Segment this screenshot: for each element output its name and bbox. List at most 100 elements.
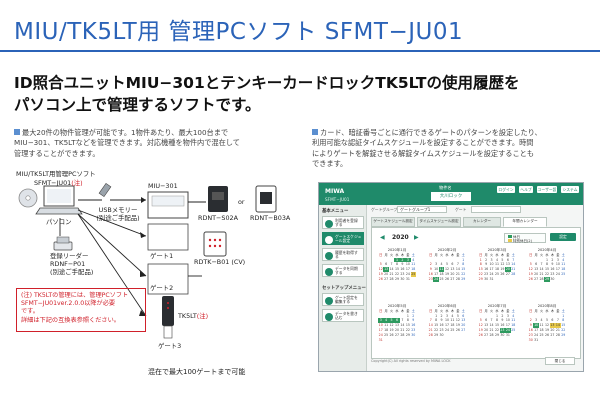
calendar-day[interactable]: 22 <box>494 327 500 332</box>
calendar-day[interactable]: 12 <box>544 323 550 328</box>
calendar-day[interactable]: 24 <box>444 327 450 332</box>
calendar-day[interactable]: 28 <box>428 332 433 337</box>
calendar-day[interactable]: 3 <box>535 318 538 323</box>
calendar-day[interactable]: 13 <box>484 323 489 328</box>
calendar-day[interactable]: 2 <box>399 257 406 263</box>
calendar-day[interactable]: 12 <box>500 262 505 267</box>
calendar-day[interactable]: 10 <box>434 267 439 272</box>
calendar-settings-button[interactable]: 設定 <box>550 233 576 241</box>
calendar-day[interactable]: 20 <box>550 327 555 332</box>
calendar-day[interactable]: 5 <box>545 318 548 323</box>
calendar-day[interactable]: 30 <box>484 276 489 281</box>
calendar-day[interactable]: 1 <box>479 257 482 262</box>
calendar-day[interactable]: 9 <box>412 318 415 323</box>
calendar-day[interactable]: 17 <box>489 267 494 272</box>
calendar-day[interactable]: 24 <box>433 276 439 282</box>
calendar-day[interactable]: 16 <box>439 323 444 328</box>
calendar-day[interactable]: 19 <box>478 327 483 332</box>
tab-annual-calendar[interactable]: 年間カレンダー <box>503 217 547 227</box>
calendar-day[interactable]: 24 <box>489 271 494 276</box>
calendar-day[interactable]: 8 <box>495 318 498 323</box>
calendar-day[interactable]: 21 <box>489 327 494 332</box>
calendar-day[interactable]: 8 <box>545 262 548 267</box>
calendar-day[interactable]: 2 <box>440 313 443 318</box>
calendar-day[interactable]: 18 <box>411 267 416 272</box>
calendar-day[interactable]: 17 <box>555 267 560 272</box>
calendar-day[interactable]: 31 <box>405 276 410 281</box>
calendar-day[interactable]: 12 <box>478 323 483 328</box>
calendar-day[interactable]: 27 <box>534 276 539 281</box>
calendar-day[interactable]: 11 <box>511 318 516 323</box>
calendar-day[interactable]: 17 <box>434 271 439 276</box>
calendar-day[interactable]: 22 <box>394 271 400 276</box>
calendar-day[interactable]: 17 <box>378 327 383 332</box>
calendar-day[interactable]: 22 <box>405 327 410 332</box>
calendar-day[interactable]: 23 <box>400 271 405 276</box>
calendar-day[interactable]: 15 <box>405 323 410 328</box>
calendar-day[interactable]: 13 <box>461 318 466 323</box>
calendar-day[interactable]: 25 <box>410 271 416 277</box>
next-year-button[interactable]: ▶ <box>414 234 419 241</box>
calendar-day[interactable]: 6 <box>451 262 454 267</box>
calendar-day[interactable]: 26 <box>444 276 450 281</box>
calendar-day[interactable]: 19 <box>444 271 450 276</box>
calendar-day[interactable]: 5 <box>456 313 459 318</box>
calendar-day[interactable]: 28 <box>539 276 544 281</box>
calendar-day[interactable]: 15 <box>478 267 483 272</box>
calendar-day[interactable]: 18 <box>494 267 500 272</box>
calendar-day[interactable]: 24 <box>534 332 539 337</box>
calendar-day[interactable]: 5 <box>529 262 532 267</box>
calendar-day[interactable]: 20 <box>461 323 466 328</box>
calendar-day[interactable]: 7 <box>401 318 404 323</box>
calendar-day[interactable]: 10 <box>489 262 494 267</box>
prev-year-button[interactable]: ◀ <box>380 234 385 241</box>
calendar-day[interactable]: 30 <box>550 276 555 281</box>
calendar-day[interactable]: 28 <box>455 276 460 281</box>
calendar-day[interactable]: 16 <box>550 267 555 272</box>
calendar-day[interactable]: 4 <box>562 257 565 262</box>
calendar-day[interactable]: 13 <box>383 267 389 272</box>
calendar-day[interactable]: 14 <box>428 323 433 328</box>
calendar-day[interactable]: 8 <box>462 262 465 267</box>
calendar-day[interactable]: 13 <box>549 323 556 328</box>
calendar-day[interactable]: 31 <box>505 332 510 337</box>
calendar-day[interactable]: 25 <box>561 271 566 276</box>
calendar-day[interactable]: 4 <box>512 313 515 318</box>
calendar-day[interactable]: 21 <box>400 327 405 332</box>
calendar-day[interactable]: 29 <box>394 276 400 281</box>
calendar-day[interactable]: 10 <box>444 318 450 323</box>
calendar-day[interactable]: 29 <box>405 332 410 337</box>
calendar-day[interactable]: 16 <box>400 267 405 272</box>
calendar-day[interactable]: 2 <box>412 313 415 318</box>
calendar-day[interactable]: 19 <box>544 327 550 332</box>
sidebar-item-get-history[interactable]: 履歴を取得する <box>322 248 364 261</box>
calendar-day[interactable]: 11 <box>411 262 416 267</box>
calendar-day[interactable]: 21 <box>539 271 544 276</box>
calendar-day[interactable]: 6 <box>535 262 538 267</box>
calendar-day[interactable]: 19 <box>500 267 505 272</box>
calendar-day[interactable]: 8 <box>406 318 409 323</box>
calendar-day[interactable]: 27 <box>394 332 400 337</box>
calendar-day[interactable]: 11 <box>450 318 455 323</box>
gate-group-select[interactable]: ゲートグループ1 <box>397 206 447 213</box>
calendar-day[interactable]: 2 <box>551 257 554 262</box>
tab-time-schedule[interactable]: タイムスケジュール設定 <box>417 217 461 227</box>
calendar-day[interactable]: 3 <box>556 257 559 262</box>
calendar-day[interactable]: 18 <box>561 267 566 272</box>
calendar-day[interactable]: 12 <box>378 267 383 272</box>
calendar-day[interactable]: 10 <box>533 323 539 328</box>
calendar-day[interactable]: 28 <box>389 276 394 281</box>
calendar-day[interactable]: 28 <box>511 271 516 276</box>
calendar-day[interactable]: 19 <box>528 271 533 276</box>
login-screen-button[interactable]: ログイン画面 <box>497 186 515 199</box>
calendar-day[interactable]: 18 <box>384 327 389 332</box>
calendar-day[interactable]: 24 <box>378 332 383 337</box>
calendar-day[interactable]: 22 <box>544 271 550 276</box>
calendar-day[interactable]: 27 <box>461 327 466 332</box>
calendar-day[interactable]: 20 <box>505 267 511 272</box>
calendar-day[interactable]: 1 <box>394 257 400 263</box>
calendar-day[interactable]: 12 <box>528 267 533 272</box>
calendar-day[interactable]: 9 <box>440 318 443 323</box>
calendar-day[interactable]: 9 <box>429 267 432 272</box>
calendar-day[interactable]: 18 <box>439 271 444 276</box>
